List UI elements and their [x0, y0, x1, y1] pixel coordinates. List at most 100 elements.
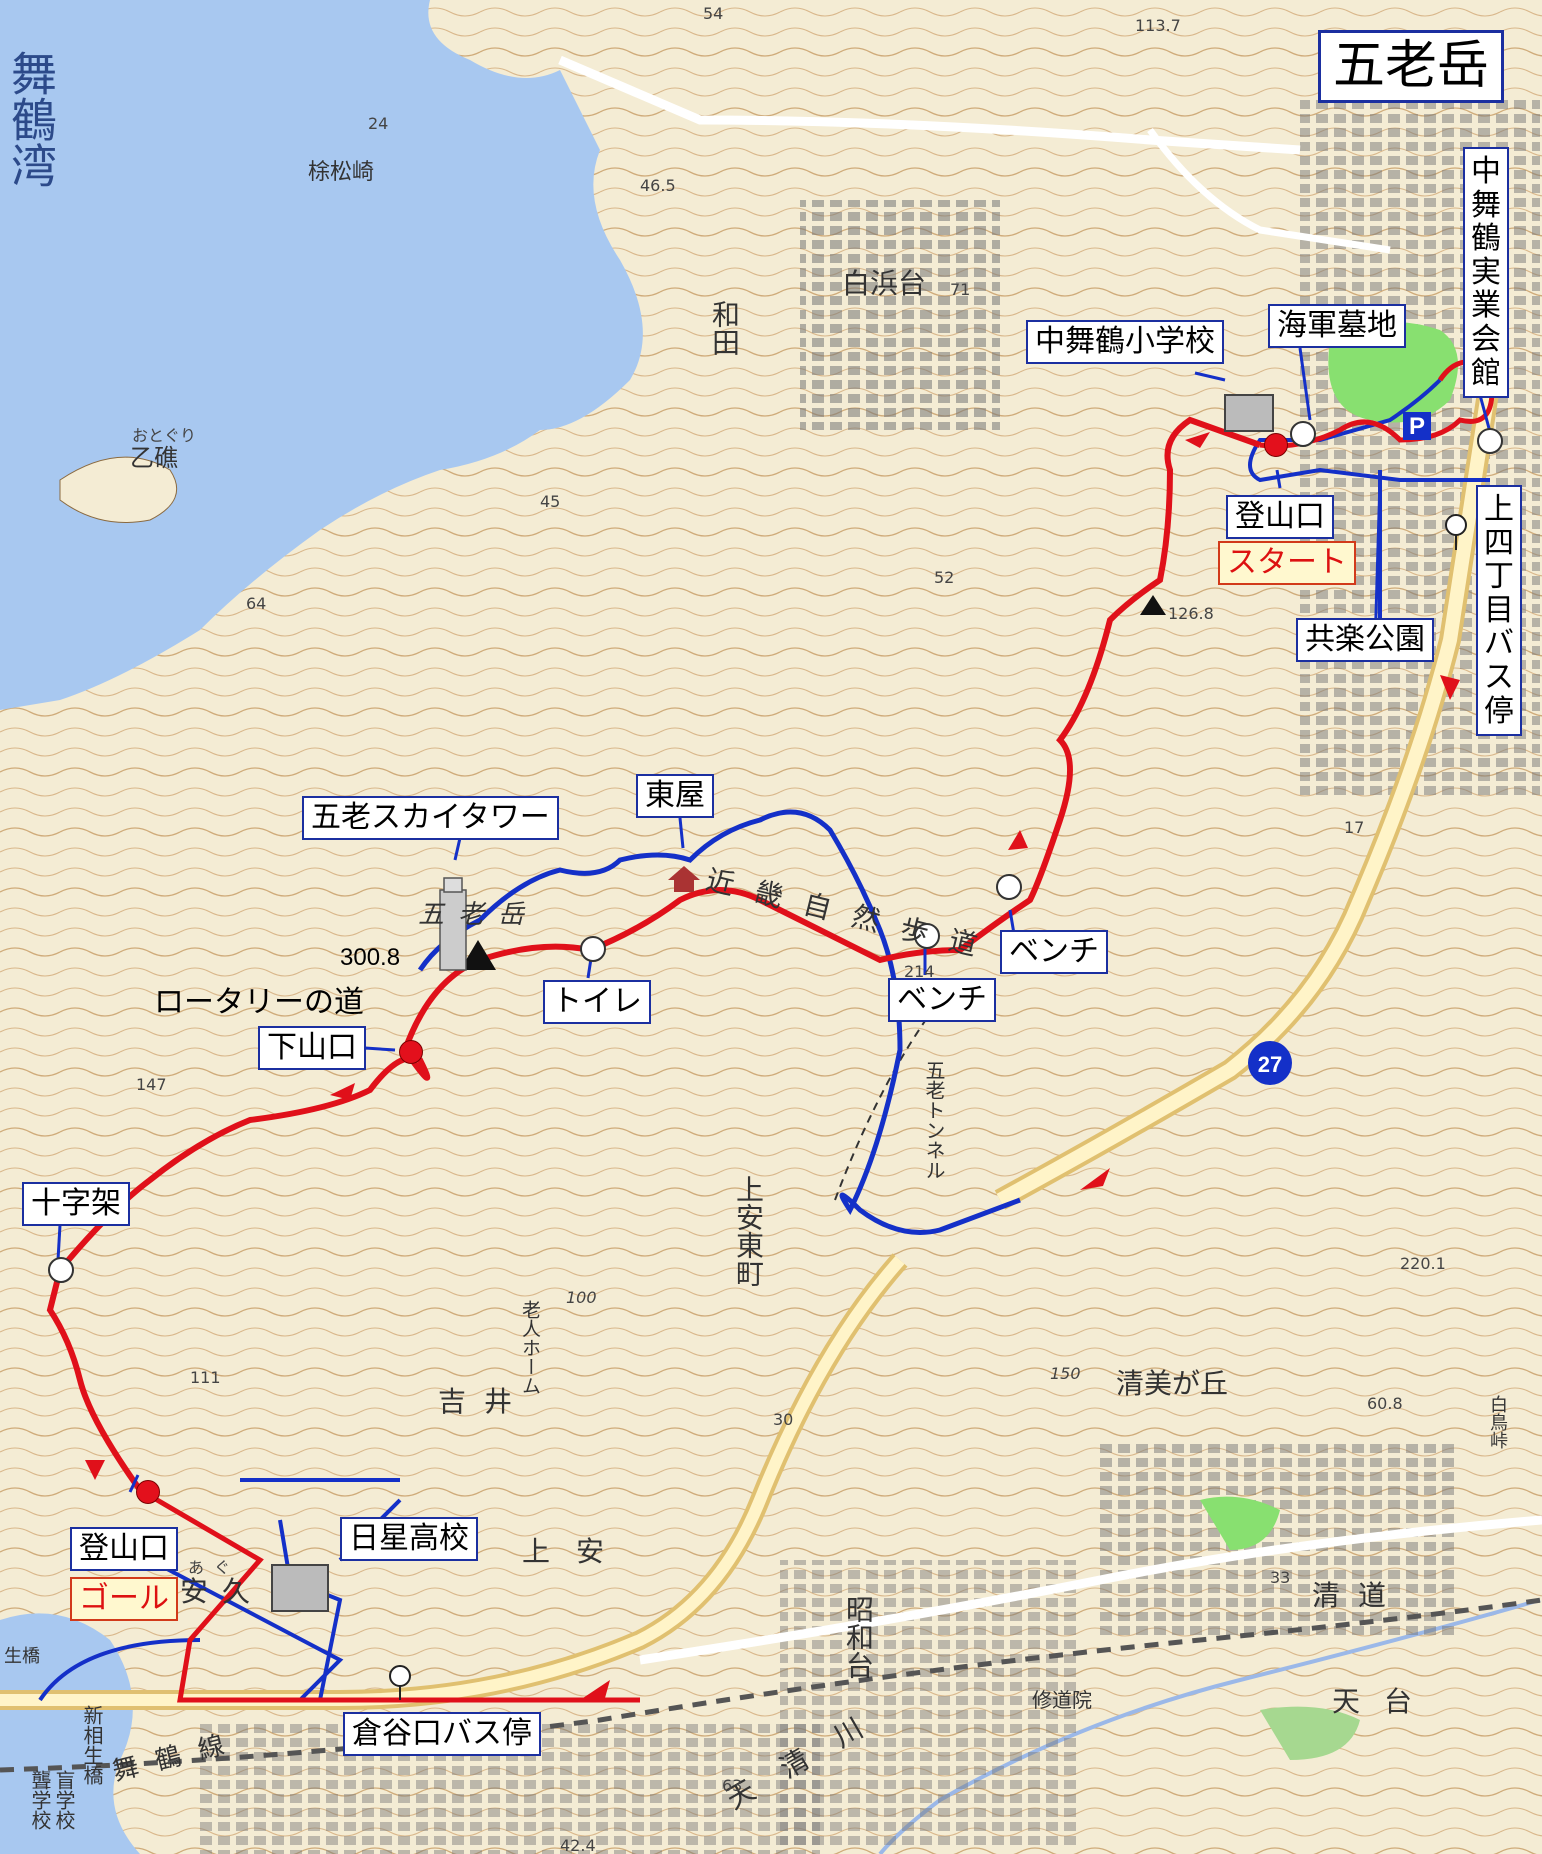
- route27-number: 27: [1258, 1052, 1282, 1077]
- arrow: [1080, 1168, 1110, 1190]
- tunnel-label: 五老トンネル: [922, 1060, 946, 1180]
- goal-callout: ゴール: [70, 1577, 178, 1621]
- kiyomi-housing: [1100, 1440, 1460, 1640]
- azumaya-body: [674, 880, 694, 892]
- north-road-2: [1147, 127, 1391, 254]
- kiyomi-label: 清美が丘: [1116, 1367, 1229, 1400]
- shimo-yamaguchi-callout: 下山口: [258, 1026, 366, 1070]
- elder-home-label: 老人ホーム: [519, 1300, 541, 1395]
- azumaya-icon: [668, 866, 700, 880]
- kamishi-bus-marker: [1445, 514, 1467, 536]
- showa-label: 昭和台: [842, 1595, 875, 1679]
- tendai-label: 天台: [1332, 1685, 1437, 1718]
- cross-point: [48, 1257, 74, 1283]
- hisei-high-callout: 日星高校: [340, 1517, 478, 1561]
- start-trailhead-point: [1264, 433, 1288, 457]
- sky-tower-callout: 五老スカイタワー: [302, 796, 559, 840]
- elev-45: 45: [540, 492, 561, 511]
- kiyomi-road: [639, 1515, 1542, 1665]
- green-tendai: [1260, 1706, 1360, 1760]
- elev-46: 46.5: [640, 176, 676, 195]
- north-road: [558, 55, 1301, 155]
- summit-elevation: 300.8: [340, 944, 401, 971]
- goal-trailhead-callout: 登山口: [70, 1527, 178, 1571]
- wada-label: 和田: [708, 300, 741, 356]
- green-kiyomi: [1200, 1496, 1280, 1550]
- elev-24: 24: [368, 114, 389, 133]
- shiratori-label: 白鳥峠: [1487, 1395, 1508, 1449]
- toilet-callout: トイレ: [543, 980, 651, 1024]
- bench-callout-2: ベンチ: [888, 978, 996, 1022]
- deaf-school-label: 聾学校: [28, 1770, 52, 1830]
- arrow: [1008, 830, 1028, 850]
- maizuru-rail-line: [0, 1597, 1542, 1773]
- kamiyasu-label: 上安: [522, 1535, 631, 1568]
- summit-triangle: [460, 940, 496, 970]
- kyoraku-park-callout: 共楽公園: [1296, 618, 1434, 662]
- elev-113: 113.7: [1135, 16, 1181, 35]
- elev-17: 17: [1344, 818, 1365, 837]
- start-trailhead-callout: 登山口: [1226, 495, 1334, 539]
- arrow: [580, 1680, 610, 1700]
- arrow: [85, 1460, 105, 1480]
- elev-30: 30: [773, 1410, 794, 1429]
- peak-126-triangle: [1140, 595, 1166, 615]
- somatsuzaki-label: 梌松崎: [308, 160, 375, 185]
- bay-label: 舞鶴湾: [4, 50, 58, 188]
- elev-42: 42.4: [560, 1836, 596, 1854]
- goro-peak-label: 五老岳: [418, 900, 539, 930]
- naka-jitsugyo-callout: 中舞鶴実業会館: [1463, 147, 1509, 399]
- otoguri-island: [59, 456, 178, 523]
- elev-100: 100: [566, 1288, 597, 1307]
- elev-54: 54: [703, 4, 724, 23]
- shirahama-housing: [800, 200, 1000, 430]
- shirahama-label: 白浜台: [842, 267, 927, 300]
- elev-150: 150: [1050, 1364, 1081, 1383]
- arrow: [1185, 432, 1210, 448]
- yoshii-label: 吉井: [438, 1385, 531, 1418]
- arrow: [330, 1083, 355, 1100]
- kamishi-bus-callout: 上四丁目バス停: [1476, 485, 1522, 737]
- navy-cemetery-callout: 海軍墓地: [1268, 304, 1406, 348]
- sky-tower-top: [443, 877, 463, 893]
- kiyomichi-label: 清道: [1312, 1579, 1405, 1612]
- blue-trail-south: [417, 809, 1021, 1235]
- naka-elem-callout: 中舞鶴小学校: [1026, 320, 1224, 364]
- elev-214: 214: [904, 962, 935, 981]
- shimo-yamaguchi-point: [399, 1040, 423, 1064]
- elev-64: 64: [246, 594, 267, 613]
- elev-220: 220.1: [1400, 1254, 1446, 1273]
- route27-shield: [1248, 1041, 1292, 1085]
- jitsugyo-point: [1477, 428, 1503, 454]
- azumaya-callout: 東屋: [636, 774, 714, 818]
- bench-callout-1: ベンチ: [1000, 930, 1108, 974]
- sky-tower-icon: [439, 889, 467, 971]
- parking-label: P: [1409, 413, 1425, 440]
- elev-126: 126.8: [1168, 604, 1214, 623]
- route27: [996, 378, 1497, 1207]
- otoguri-label: 乙礁: [130, 444, 178, 472]
- start-callout: スタート: [1218, 541, 1356, 585]
- elev-147: 147: [136, 1075, 167, 1094]
- aku-label: 安久: [180, 1575, 265, 1608]
- river-west: [0, 1613, 140, 1854]
- otoguri-ruby: おとぐり: [132, 426, 197, 445]
- bench-point-2: [996, 874, 1022, 900]
- red-route-goal: [138, 1487, 640, 1703]
- toilet-point: [580, 936, 606, 962]
- bench-point-1: [914, 923, 940, 949]
- elementary-school-icon: [1224, 394, 1274, 432]
- hisei-school-icon: [271, 1564, 329, 1612]
- map-title: 五老岳: [1318, 30, 1505, 103]
- aku-ruby: あぐ: [188, 1558, 241, 1577]
- kuradani-bus-callout: 倉谷口バス停: [343, 1712, 541, 1756]
- elev-52: 52: [934, 568, 955, 587]
- maizuru-bay: [0, 0, 643, 710]
- red-main-route: [46, 416, 1262, 1492]
- shinsou-label: 新相生橋: [80, 1705, 104, 1785]
- elev-63: 63: [722, 1776, 743, 1795]
- arrow: [1440, 675, 1460, 700]
- goal-trailhead-point: [136, 1480, 160, 1504]
- elev-111: 111: [190, 1368, 221, 1387]
